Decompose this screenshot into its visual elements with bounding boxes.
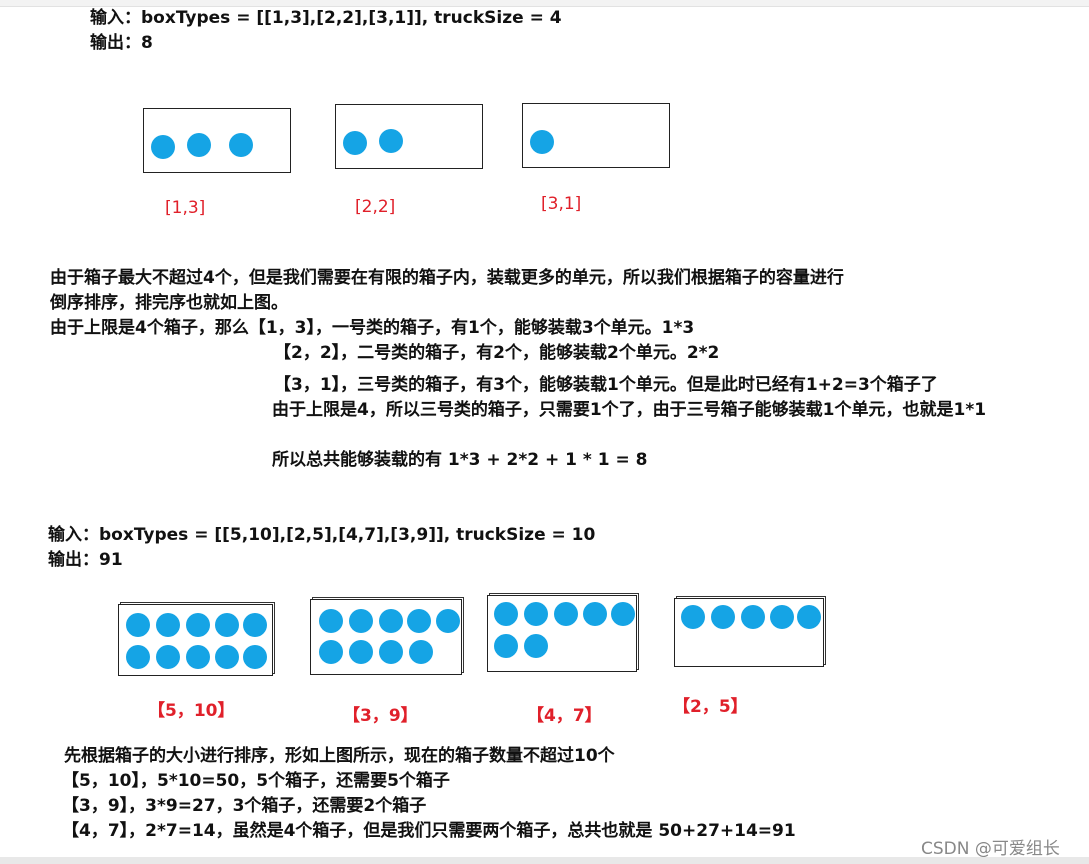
- unit-dot: [187, 133, 211, 157]
- unit-dot: [494, 602, 518, 626]
- unit-dot: [681, 605, 705, 629]
- unit-dot: [319, 609, 343, 633]
- unit-dot: [156, 613, 180, 637]
- box-5-10: [118, 604, 273, 676]
- unit-dot: [186, 613, 210, 637]
- explanation2-line2: 【5，10】，5*10=50，5个箱子，还需要5个箱子: [62, 771, 450, 791]
- unit-dot: [319, 640, 343, 664]
- box-2-2: [335, 104, 483, 169]
- box-label-3-1: [3,1]: [541, 194, 582, 214]
- explanation1-line2: 倒序排序，排完序也就如上图。: [50, 293, 288, 313]
- unit-dot: [186, 645, 210, 669]
- box-label-1-3: [1,3]: [165, 198, 206, 218]
- bottom-border: [0, 857, 1089, 864]
- unit-dot: [229, 133, 253, 157]
- box-label-5-10: 【5，10】: [148, 701, 235, 721]
- explanation1-line3: 由于上限是4个箱子，那么【1，3】，一号类的箱子，有1个，能够装载3个单元。1*…: [50, 318, 695, 338]
- unit-dot: [379, 640, 403, 664]
- example1-input: 输入：boxTypes = [[1,3],[2,2],[3,1]], truck…: [90, 8, 562, 28]
- example1-output: 输出：8: [90, 33, 153, 53]
- box-label-4-7: 【4，7】: [527, 706, 602, 726]
- unit-dot: [436, 609, 460, 633]
- unit-dot: [407, 609, 431, 633]
- unit-dot: [379, 609, 403, 633]
- explanation1-line1: 由于箱子最大不超过4个，但是我们需要在有限的箱子内，装载更多的单元，所以我们根据…: [50, 268, 844, 288]
- unit-dot: [494, 634, 518, 658]
- unit-dot: [797, 605, 821, 629]
- unit-dot: [349, 640, 373, 664]
- unit-dot: [524, 634, 548, 658]
- unit-dot: [741, 605, 765, 629]
- unit-dot: [554, 602, 578, 626]
- box-3-9: [310, 599, 462, 675]
- box-label-2-5: 【2，5】: [673, 697, 748, 717]
- unit-dot: [409, 640, 433, 664]
- explanation2-line3: 【3，9】，3*9=27，3个箱子，还需要2个箱子: [62, 796, 427, 816]
- unit-dot: [156, 645, 180, 669]
- unit-dot: [530, 130, 554, 154]
- top-border: [0, 0, 1089, 7]
- unit-dot: [243, 645, 267, 669]
- box-2-5: [674, 598, 824, 667]
- unit-dot: [215, 613, 239, 637]
- unit-dot: [711, 605, 735, 629]
- explanation2-line1: 先根据箱子的大小进行排序，形如上图所示，现在的箱子数量不超过10个: [64, 746, 615, 766]
- example2-input: 输入：boxTypes = [[5,10],[2,5],[4,7],[3,9]]…: [48, 525, 596, 545]
- unit-dot: [343, 131, 367, 155]
- unit-dot: [583, 602, 607, 626]
- box-label-2-2: [2,2]: [355, 197, 396, 217]
- unit-dot: [524, 602, 548, 626]
- example2-output: 输出：91: [48, 550, 123, 570]
- unit-dot: [770, 605, 794, 629]
- unit-dot: [126, 613, 150, 637]
- explanation1-line6: 由于上限是4，所以三号类的箱子，只需要1个了，由于三号箱子能够装载1个单元，也就…: [272, 400, 987, 420]
- unit-dot: [349, 609, 373, 633]
- explanation1-total: 所以总共能够装载的有 1*3 + 2*2 + 1 * 1 = 8: [272, 450, 648, 470]
- box-4-7: [487, 595, 637, 672]
- unit-dot: [611, 602, 635, 626]
- unit-dot: [126, 645, 150, 669]
- unit-dot: [215, 645, 239, 669]
- unit-dot: [151, 135, 175, 159]
- explanation1-line5: 【3，1】，三号类的箱子，有3个，能够装载1个单元。但是此时已经有1+2=3个箱…: [274, 375, 938, 395]
- box-3-1: [522, 103, 670, 168]
- unit-dot: [243, 613, 267, 637]
- explanation2-line4: 【4，7】，2*7=14，虽然是4个箱子，但是我们只需要两个箱子，总共也就是 5…: [62, 821, 796, 841]
- watermark: CSDN @可爱组长: [921, 839, 1060, 859]
- explanation1-line4: 【2，2】，二号类的箱子，有2个，能够装载2个单元。2*2: [274, 343, 720, 363]
- box-1-3: [143, 108, 291, 173]
- unit-dot: [379, 129, 403, 153]
- box-label-3-9: 【3，9】: [343, 706, 418, 726]
